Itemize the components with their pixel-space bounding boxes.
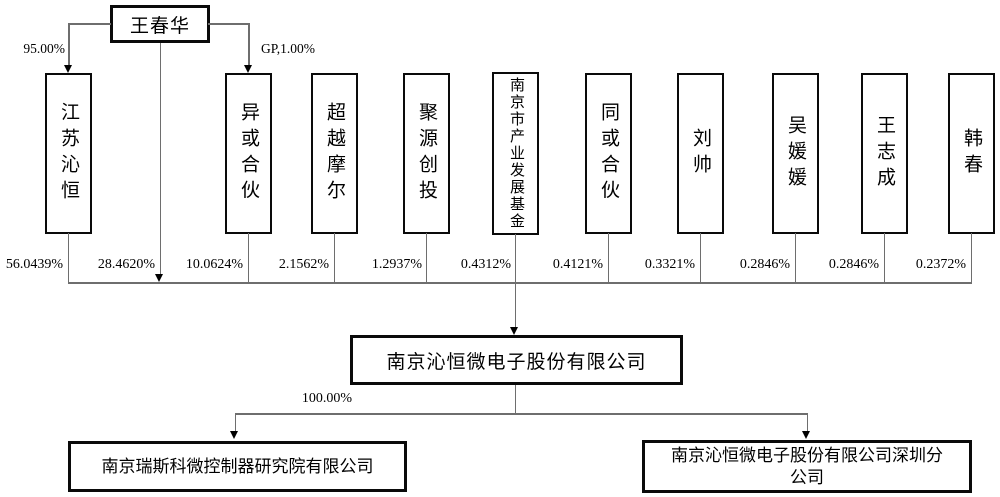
connector-line — [514, 283, 516, 328]
ownership-pct: 0.2846% — [828, 257, 879, 272]
arrowhead-down-icon — [155, 274, 163, 282]
connector-line — [234, 413, 236, 432]
company-name: 南京沁恒微电子股份有限公司 — [386, 351, 647, 373]
connector-line — [883, 233, 885, 283]
shareholder-box: 刘帅 — [677, 73, 724, 234]
shareholder-box: 聚源创投 — [403, 73, 450, 234]
ownership-pct: 95.00% — [23, 41, 65, 56]
company-box: 南京沁恒微电子股份有限公司 — [350, 335, 683, 385]
ownership-pct: 0.3321% — [644, 257, 695, 272]
subsidiary-name: 南京沁恒微电子股份有限公司深圳分公司 — [671, 446, 943, 487]
shareholder-name: 韩春 — [961, 127, 982, 180]
shareholder-name: 王志成 — [874, 114, 895, 193]
connector-line — [970, 233, 972, 283]
connector-line — [607, 233, 609, 283]
connector-bus-line — [68, 282, 972, 284]
shareholder-box: 江苏沁恒 — [45, 73, 92, 234]
top-shareholder-box: 王春华 — [110, 5, 210, 43]
shareholder-box: 南京市产业发展基金 — [492, 72, 539, 235]
connector-line — [333, 233, 335, 283]
ownership-pct: 56.0439% — [5, 257, 63, 272]
subsidiary-box: 南京瑞斯科微控制器研究院有限公司 — [68, 441, 407, 492]
connector-line — [514, 385, 516, 414]
shareholder-name: 同或合伙 — [598, 101, 619, 206]
ownership-pct: 0.4312% — [460, 257, 511, 272]
connector-line — [425, 233, 427, 283]
ownership-pct: 1.2937% — [371, 257, 422, 272]
top-shareholder-name: 王春华 — [129, 15, 190, 37]
shareholder-name: 南京市产业发展基金 — [508, 77, 524, 230]
ownership-pct: 10.0624% — [185, 257, 243, 272]
shareholder-name: 江苏沁恒 — [58, 101, 79, 206]
shareholder-name: 聚源创投 — [416, 101, 437, 206]
connector-line — [806, 413, 808, 432]
arrowhead-down-icon — [802, 431, 810, 439]
connector-line — [68, 23, 70, 66]
connector-line — [514, 234, 516, 283]
connector-line — [699, 233, 701, 283]
arrowhead-down-icon — [63, 65, 72, 73]
ownership-pct: 0.4121% — [552, 257, 603, 272]
connector-line — [208, 23, 249, 25]
shareholder-box: 韩春 — [948, 73, 995, 234]
shareholder-name: 吴媛媛 — [785, 114, 806, 193]
subsidiary-name: 南京瑞斯科微控制器研究院有限公司 — [101, 456, 374, 476]
connector-line — [235, 413, 808, 415]
shareholder-box: 吴媛媛 — [772, 73, 819, 234]
ownership-pct: 2.1562% — [278, 257, 329, 272]
shareholder-box: 异或合伙 — [225, 73, 272, 234]
shareholder-name: 刘帅 — [690, 127, 711, 180]
shareholder-box: 超越摩尔 — [311, 73, 358, 234]
arrowhead-down-icon — [510, 327, 518, 335]
ownership-pct: 0.2846% — [739, 257, 790, 272]
connector-line — [68, 23, 111, 25]
ownership-pct: 100.00% — [301, 391, 353, 406]
subsidiary-box: 南京沁恒微电子股份有限公司深圳分公司 — [642, 440, 972, 493]
shareholder-box: 同或合伙 — [585, 73, 632, 234]
connector-line — [247, 233, 249, 283]
connector-line — [248, 23, 250, 66]
shareholder-box: 王志成 — [861, 73, 908, 234]
ownership-pct: 0.2372% — [915, 257, 966, 272]
connector-line — [67, 233, 69, 283]
shareholder-name: 超越摩尔 — [324, 101, 345, 206]
shareholder-name: 异或合伙 — [238, 101, 259, 206]
connector-line — [159, 43, 161, 274]
connector-line — [794, 233, 796, 283]
arrowhead-down-icon — [230, 431, 238, 439]
ownership-pct: 28.4620% — [97, 257, 155, 272]
arrowhead-down-icon — [243, 65, 252, 73]
ownership-pct: GP,1.00% — [261, 41, 316, 56]
